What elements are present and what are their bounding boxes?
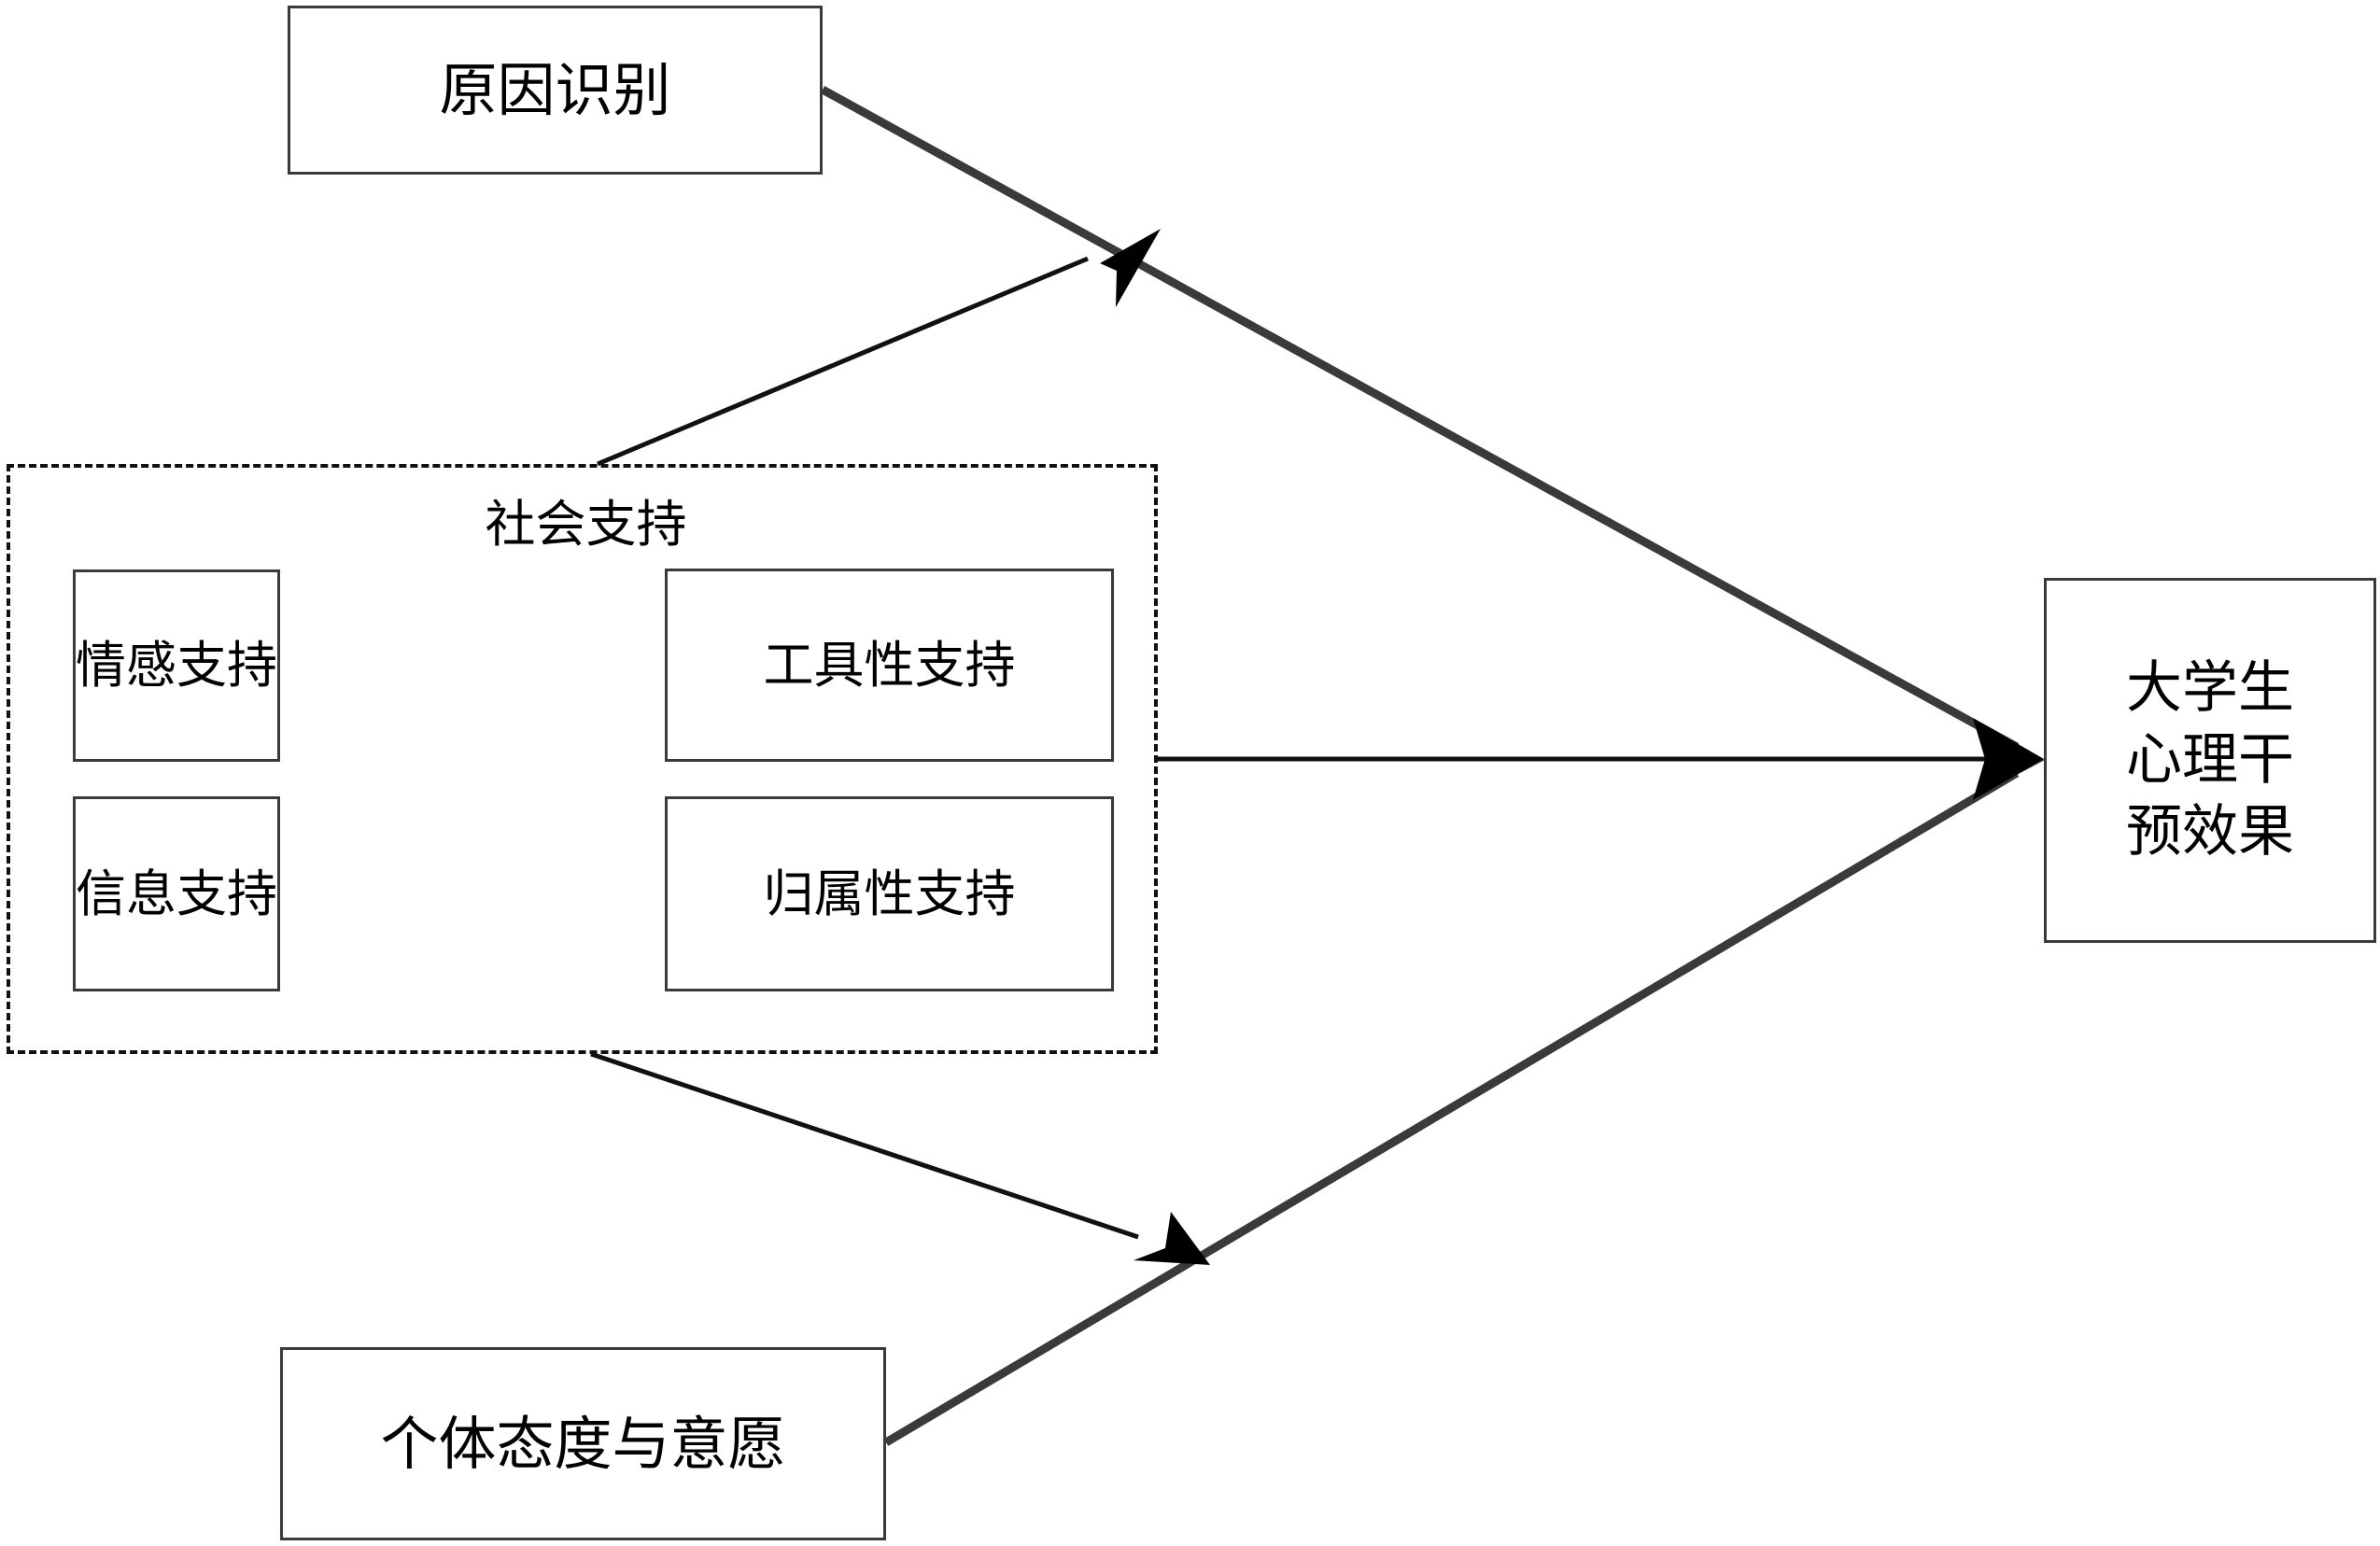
node-cause-identification[interactable]: 原因识别	[288, 6, 823, 175]
node-emotional-support-label: 情感支持	[76, 636, 277, 696]
group-social-support[interactable]: 社会支持	[7, 464, 1158, 1054]
group-social-support-label: 社会支持	[485, 495, 687, 554]
node-belonging-support[interactable]: 归属性支持	[665, 796, 1114, 991]
node-student-psych-intervention-effect-label: 大学生 心理干 预效果	[2126, 655, 2294, 864]
node-student-psych-intervention-effect[interactable]: 大学生 心理干 预效果	[2044, 578, 2376, 943]
node-cause-identification-label: 原因识别	[439, 55, 671, 124]
node-instrumental-support-label: 工具性支持	[763, 635, 1016, 695]
edge-social-support-moderates-attitude-path	[590, 1051, 1210, 1265]
edge-social-support-moderates-cause-path	[597, 229, 1161, 467]
node-instrumental-support[interactable]: 工具性支持	[665, 569, 1114, 762]
node-individual-attitude-willingness-label: 个体态度与意愿	[380, 1409, 786, 1478]
node-individual-attitude-willingness[interactable]: 个体态度与意愿	[280, 1347, 886, 1540]
node-belonging-support-label: 归属性支持	[763, 864, 1016, 923]
edge-social-support-to-outcome	[1158, 718, 2044, 800]
node-informational-support[interactable]: 信息支持	[73, 796, 280, 991]
node-informational-support-label: 信息支持	[76, 864, 277, 923]
node-emotional-support[interactable]: 情感支持	[73, 569, 280, 762]
